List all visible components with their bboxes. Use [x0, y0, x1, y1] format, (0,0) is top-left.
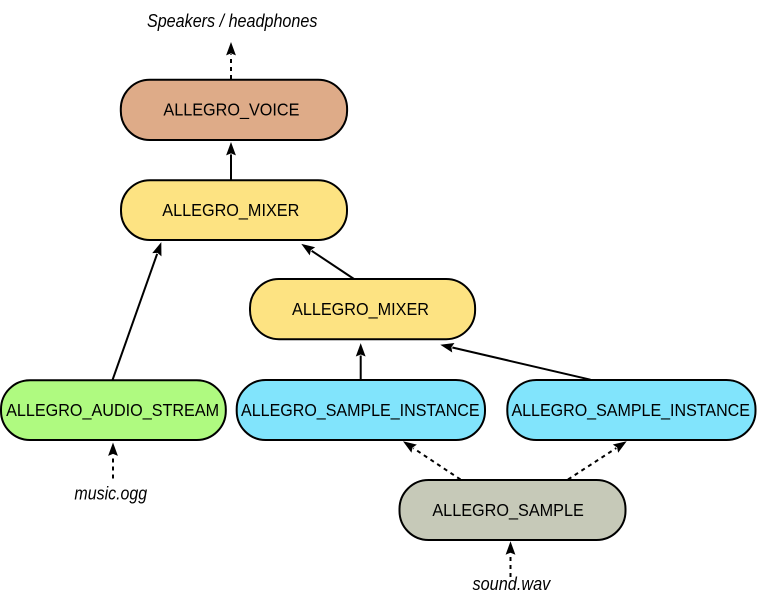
svg-text:ALLEGRO_MIXER: ALLEGRO_MIXER	[162, 200, 299, 220]
svg-text:ALLEGRO_AUDIO_STREAM: ALLEGRO_AUDIO_STREAM	[6, 400, 219, 420]
svg-text:music.ogg: music.ogg	[74, 483, 147, 503]
svg-text:ALLEGRO_SAMPLE_INSTANCE: ALLEGRO_SAMPLE_INSTANCE	[241, 400, 480, 420]
svg-text:sound.wav: sound.wav	[473, 574, 552, 594]
svg-text:ALLEGRO_SAMPLE: ALLEGRO_SAMPLE	[432, 500, 584, 520]
svg-text:Speakers / headphones: Speakers / headphones	[147, 11, 318, 31]
svg-text:ALLEGRO_SAMPLE_INSTANCE: ALLEGRO_SAMPLE_INSTANCE	[511, 400, 750, 420]
svg-text:ALLEGRO_VOICE: ALLEGRO_VOICE	[163, 99, 299, 119]
svg-text:ALLEGRO_MIXER: ALLEGRO_MIXER	[292, 299, 429, 319]
